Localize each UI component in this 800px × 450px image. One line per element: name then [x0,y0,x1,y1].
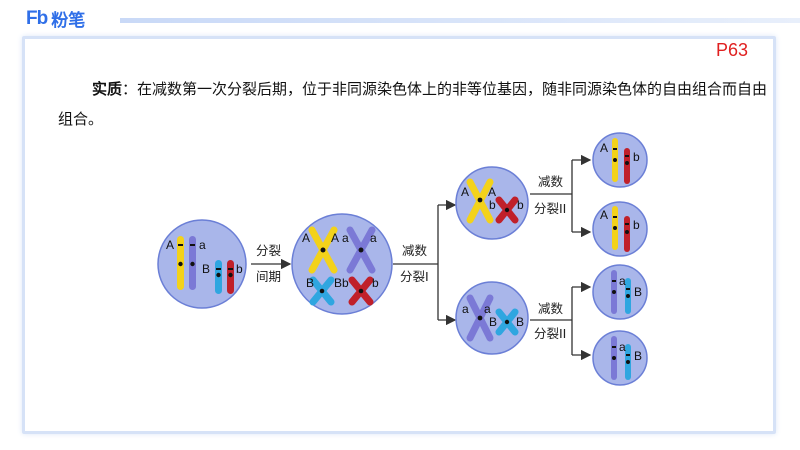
explanation-paragraph: 实质：在减数第一次分裂后期，位于非同源染色体上的非等位基因，随非同源染色体的自由… [58,74,768,134]
allele-label: a [370,231,377,245]
brand-logo: Fb 粉笔 [26,6,86,32]
term-label: 实质 [92,80,123,98]
header-divider [120,18,800,23]
step-label: 减数 [402,243,428,258]
allele-label: A [461,185,469,199]
cell-replicated: A A a a B B b b [291,213,393,315]
allele-label: A [331,231,339,245]
brand-name: 粉笔 [51,11,86,31]
allele-label: B [516,315,524,329]
allele-label: A [302,231,310,245]
allele-label: A [488,185,496,199]
allele-label: a [619,274,626,288]
term-body: ：在减数第一次分裂后期，位于非同源染色体上的非等位基因，随非同源染色体的自由组合… [58,80,768,128]
allele-label: a [342,231,349,245]
step-label: 减数 [538,301,564,316]
step-label: 分裂II [534,201,566,216]
allele-label: B [202,262,210,276]
allele-label: B [306,276,314,290]
allele-label: b [489,198,496,212]
allele-label: b [236,262,243,276]
allele-label: b [633,150,640,164]
step-label: 分裂 [256,243,281,258]
gamete-Ab-1: A b [592,132,648,188]
allele-label: B [489,315,497,329]
gamete-aB-2: a B [592,330,648,386]
brand-mark: Fb [26,7,48,29]
allele-label: B [634,349,642,363]
allele-label: a [619,340,626,354]
allele-label: A [600,141,608,155]
allele-label: A [600,208,608,222]
content-frame [22,36,776,434]
allele-label: A [166,238,174,252]
allele-label: a [462,302,469,316]
step-label: 减数 [538,174,564,189]
allele-label: B [634,285,642,299]
allele-label: b [517,198,524,212]
allele-label: B [334,276,342,290]
allele-label: b [633,218,640,232]
page-number: P63 [716,40,749,60]
step-label: 分裂II [534,326,566,341]
gamete-aB-1: a B [592,264,648,320]
step-label: 间期 [256,269,281,284]
cell-meiosis1-top: A A b b [455,166,529,240]
cell-meiosis1-bottom: a a B B [455,281,529,355]
step-label: 分裂I [400,269,429,284]
allele-label: a [199,238,206,252]
allele-label: b [342,276,349,290]
cell-initial: A a B b [157,219,247,309]
gamete-Ab-2: A b [592,201,648,257]
allele-label: b [372,276,379,290]
allele-label: a [484,302,491,316]
